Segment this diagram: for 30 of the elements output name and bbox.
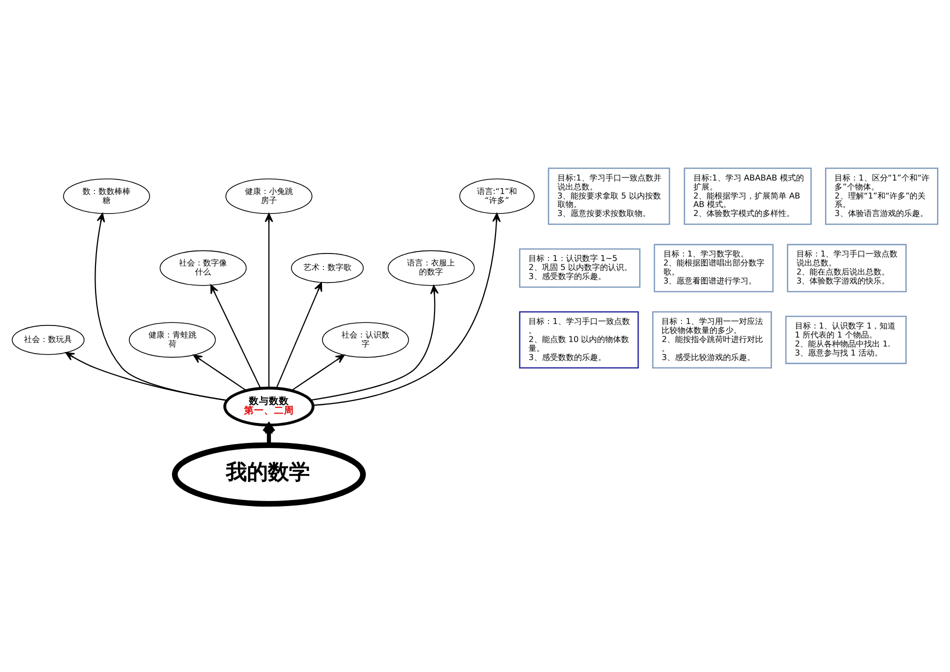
node-box: 目标：1、学习用一一对应法比较物体数量的多少。 2、能按指令跳荷叶进行对比。 3、感受比较游戏的乐趣。: [652, 311, 772, 369]
node-ellipse: 数：数数棒棒糖: [63, 178, 150, 214]
arrow: [94, 212, 228, 401]
node-box: 目标：1、学习手口一致点数说出总数。 2、能在点数后说出总数。 3、体验数字游戏的快乐。: [786, 244, 907, 292]
node-ellipse: 数与数数 第一、二周: [223, 386, 314, 426]
node-ellipse: 社会：数玩具: [12, 324, 84, 355]
node-box: 目标：1、认识数字 1，知道 1 所代表的 1 个物品。 2、能从各种物品中找出 1. 3、愿意参与找 1 活动。: [785, 316, 907, 364]
node-box: 目标:1、学习手口一致点数并说出总数。 3、能按要求拿取 5 以内按数取物。 3、愿意按要求按数取物。: [548, 168, 670, 225]
node-box: 目标:1、学习 ABABAB 模式的扩展。 2、能根据学习，扩展简单 ABAB 模式。 2、体验数字模式的多样性。: [684, 168, 812, 225]
arrow: [264, 213, 274, 388]
arrow: [262, 422, 276, 446]
arrow: [210, 284, 262, 389]
arrow: [291, 354, 345, 392]
node-ellipse: 健康：青蛙跳荷: [128, 322, 216, 358]
node-ellipse: 我的数学: [172, 442, 366, 507]
node-ellipse: 语言:“1”和“许多”: [459, 178, 535, 214]
arrow: [193, 354, 247, 392]
node-box: 目标：1、学习手口一致点数。 2、能点数 10 以内的物体数量。 3、感受数数的乐趣。: [519, 311, 639, 369]
node-box: 目标：1：认识数字 1~5 2、巩固 5 以内数字的认识。 3、感受数字的乐趣。: [519, 248, 640, 288]
node-ellipse: 社会：认识数字: [322, 322, 409, 358]
arrow: [276, 282, 322, 389]
node-ellipse: 语言：衣服上的数字: [388, 250, 475, 286]
arrow: [310, 285, 439, 401]
node-ellipse: 艺术：数字歌: [290, 253, 364, 284]
node-box: 目标：1、区分“1”个和“许多”个物体。 2、理解“1”和“许多”的关系。 3、体验语言游戏的乐趣。: [825, 168, 938, 225]
node-box: 目标：1、学习数字歌。 2、能根据图谱唱出部分数字歌。 3、愿意看图谱进行学习。: [654, 244, 774, 292]
arrow: [65, 352, 228, 401]
node-ellipse: 健康：小兔跳房子: [225, 178, 312, 214]
arrow: [313, 212, 501, 406]
node-ellipse: 社会：数字像什么: [160, 250, 247, 286]
